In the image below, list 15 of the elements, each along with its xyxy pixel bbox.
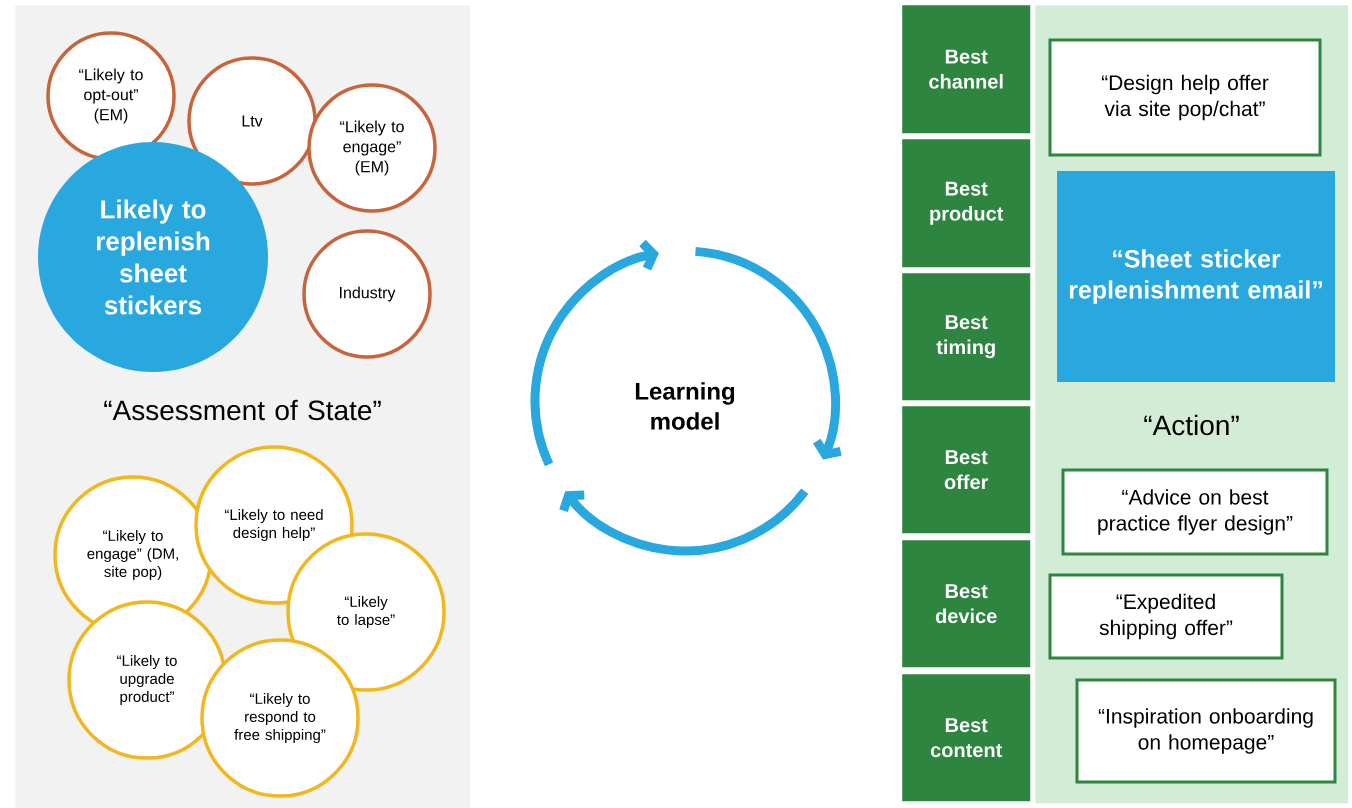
action-box: “Advice on best practice flyer design”	[1061, 468, 1329, 556]
panel-heading: “Assessment of State”	[104, 399, 381, 421]
category-cell: Best offer	[902, 406, 1031, 534]
highlighted-action-box: “Sheet sticker replenishment email”	[1057, 171, 1335, 382]
category-cell: Best channel	[902, 5, 1031, 134]
action-box: “Inspiration onboarding on homepage”	[1075, 678, 1337, 784]
panel-heading: “Action”	[1144, 414, 1239, 436]
category-cell: Best device	[902, 540, 1031, 668]
category-cell: Best product	[902, 139, 1031, 268]
node-label: “Likely to upgrade product”	[117, 655, 177, 705]
category-cell: Best timing	[902, 273, 1031, 401]
center-label: Learning model	[635, 382, 735, 430]
category-cell: Best content	[902, 674, 1031, 802]
action-box: “Design help offer via site pop/chat”	[1048, 38, 1322, 157]
action-box: “Expedited shipping offer”	[1048, 573, 1284, 660]
